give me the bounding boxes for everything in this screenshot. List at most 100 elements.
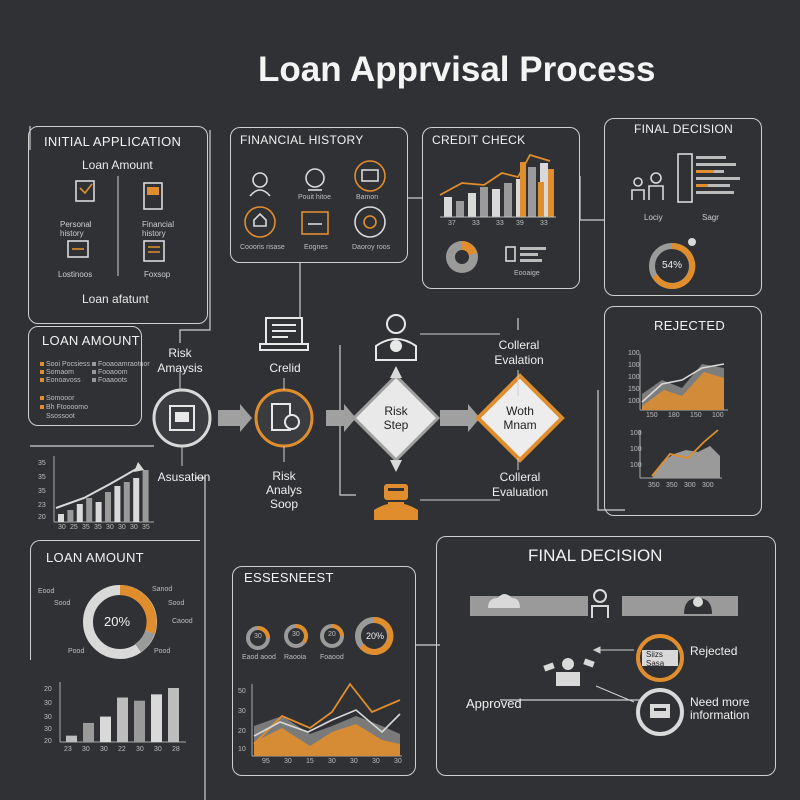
loan-amount-donut (83, 585, 157, 659)
as-xtick-0: 95 (262, 758, 270, 765)
cc-axis-0: 37 (448, 220, 456, 227)
loan-amount-list-bullets (40, 362, 96, 409)
ia-footer: Loan afatunt (82, 292, 149, 306)
flow-woth-mnam: Woth Mnam (503, 404, 537, 432)
as-xtick-2: 15 (306, 758, 314, 765)
cc-axis-4: 33 (540, 220, 548, 227)
rejected-charts (639, 354, 728, 479)
lal-col3-2: Ssossoot (46, 413, 75, 420)
fh-label-5: Daoroy roos (352, 244, 391, 251)
lal-col1-1: Somaom (46, 369, 75, 376)
as-donut-label-1: Raooia (284, 654, 307, 661)
rejected-title: REJECTED (654, 318, 726, 333)
cc-axis-1: 33 (472, 220, 480, 227)
loan-amount-list-title: LOAN AMOUNT (42, 333, 140, 348)
rej-x2tick-0: 350 (648, 482, 660, 489)
as-ytick-1: 30 (238, 708, 246, 715)
assessment-panel (232, 566, 416, 776)
bottom-bar-chart (59, 682, 186, 743)
initial-application-icons (67, 176, 165, 276)
lal-col1-0: Sooi Pocsiess (46, 361, 90, 368)
fdt-label-left: Lociy (644, 213, 663, 222)
as-xtick-1: 30 (284, 758, 292, 765)
la-xtick-2: 35 (82, 524, 90, 531)
la-xtick-4: 30 (106, 524, 114, 531)
initial-application-panel (28, 126, 208, 324)
as-donut-label-2: Foaood (320, 654, 344, 661)
as-xtick-4: 30 (350, 758, 358, 765)
bb-xtick-5: 30 (154, 746, 162, 753)
bar (123, 482, 130, 522)
bar (86, 498, 93, 522)
bar (105, 492, 111, 522)
final-decision-bottom-title: FINAL DECISION (528, 546, 663, 565)
bb-ytick-2: 30 (44, 714, 52, 721)
bar (114, 486, 121, 522)
la-ytick-2: 35 (38, 488, 46, 495)
bb-ytick-1: 30 (44, 700, 52, 707)
la-xtick-3: 35 (94, 524, 102, 531)
rej-y2tick-1: 100 (630, 446, 642, 453)
lal-col3-0: Somooor (46, 395, 75, 402)
financial-history-title: FINANCIAL HISTORY (240, 133, 364, 147)
bb-xtick-4: 30 (136, 746, 144, 753)
rej-ytick-3: 150 (628, 386, 640, 393)
bb-xtick-3: 22 (118, 746, 126, 753)
bar (117, 697, 128, 742)
lad-right-3: Pood (154, 648, 171, 655)
bar (100, 716, 111, 742)
fdt-gauge-value: 54% (662, 260, 683, 271)
loan-amount-list-panel (28, 326, 142, 426)
flow-collateral-bottom: Colleral Evaluation (491, 470, 549, 499)
final-decision-top-title: FINAL DECISION (634, 122, 734, 136)
bar (76, 504, 83, 522)
lad-right-2: Caood (172, 618, 193, 625)
ia-item-lostinoos: Lostinoos (58, 270, 93, 279)
cc-axis-2: 33 (496, 220, 504, 227)
lal-col2-1: Fooaoom (98, 369, 128, 376)
as-xtick-3: 30 (328, 758, 336, 765)
financial-history-icons (244, 160, 386, 238)
lad-right-0: Sanod (152, 586, 173, 593)
fdb-rejected: Rejected (690, 644, 738, 658)
lad-left-0: Eood (38, 588, 55, 595)
rej-ytick-0: 100 (628, 350, 640, 357)
ia-item-financial: Financial history (142, 220, 175, 238)
as-ytick-3: 10 (238, 746, 246, 753)
rej-xtick-0: 150 (646, 412, 658, 419)
loan-amount-donut-panel (30, 540, 200, 660)
bb-ytick-4: 20 (44, 738, 52, 745)
fh-label-4: Eognes (304, 244, 328, 251)
final-decision-bottom-graphic (470, 589, 738, 736)
la-xtick-1: 25 (70, 524, 78, 531)
as-ytick-0: 50 (238, 688, 246, 695)
bar (66, 735, 77, 742)
page-title: Loan Apprvisal Process (258, 50, 656, 89)
rej-x2tick-3: 300 (702, 482, 714, 489)
la-ytick-4: 20 (38, 514, 46, 521)
as-ytick-2: 20 (238, 728, 246, 735)
la-xtick-6: 30 (130, 524, 138, 531)
bb-xtick-1: 30 (82, 746, 90, 753)
fdb-badge: Siizs Sasa (646, 650, 665, 668)
flow-risk-analy: Risk Analys Soop (265, 469, 303, 511)
bar (134, 700, 145, 742)
as-donut-2: 20 (328, 631, 336, 638)
rej-y2tick-2: 100 (630, 462, 642, 469)
lad-left-1: Sood (54, 600, 71, 607)
ia-item-foxsop: Foxsop (144, 270, 171, 279)
rej-xtick-3: 100 (712, 412, 724, 419)
final-decision-top-panel (604, 118, 762, 296)
financial-history-panel (230, 127, 408, 263)
lal-col2-2: Foaaoots (98, 377, 128, 384)
lal-col3-1: Bh Ftoooomo (46, 404, 89, 411)
final-decision-bottom-panel (436, 536, 776, 776)
bar (58, 514, 64, 522)
flow-crelid: Crelid (269, 361, 301, 375)
as-donut-1: 30 (292, 631, 300, 638)
assessment-title: ESSESNEEST (244, 570, 334, 585)
flow-collateral-top: Colleral Evalation (494, 338, 544, 367)
loan-amount-chart (53, 456, 154, 523)
lal-col1-2: Eonoavoss (46, 377, 81, 384)
